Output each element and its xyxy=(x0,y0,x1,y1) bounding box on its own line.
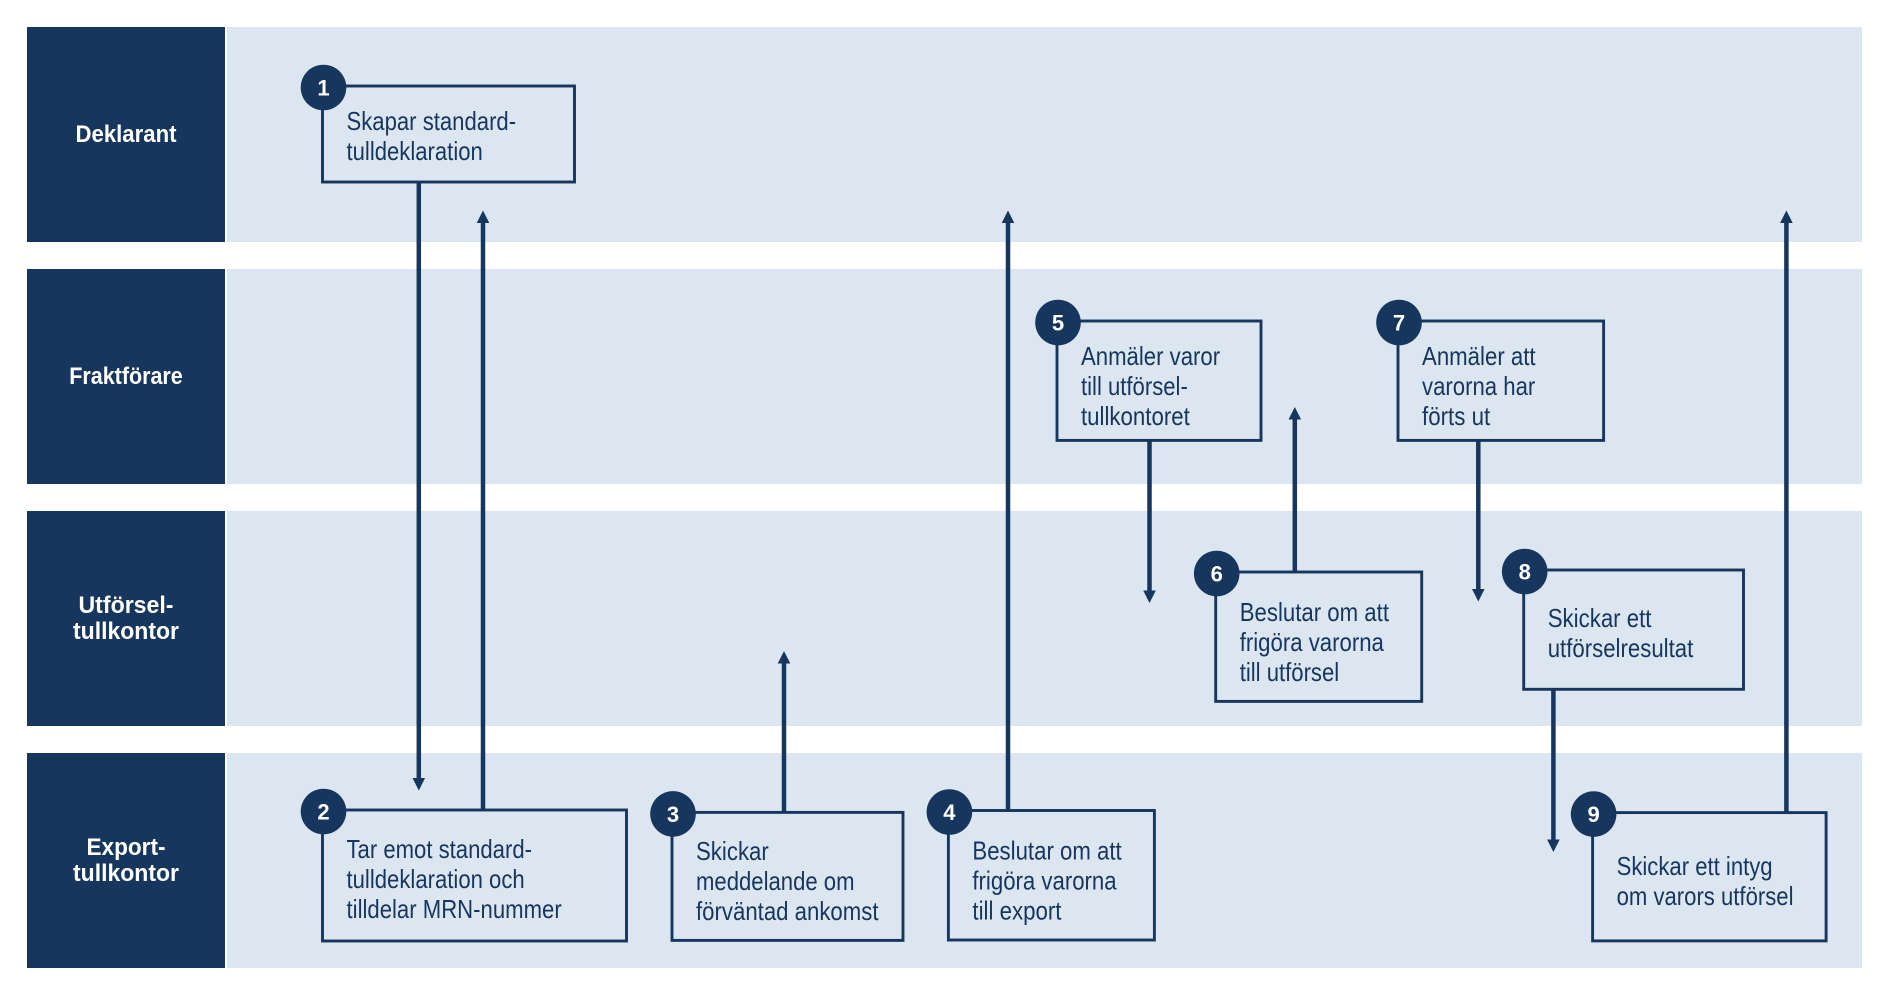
svg-text:tulldeklaration och: tulldeklaration och xyxy=(347,864,525,894)
svg-text:tulldeklaration: tulldeklaration xyxy=(347,136,483,166)
svg-text:Skickar: Skickar xyxy=(696,836,769,866)
svg-text:2: 2 xyxy=(317,799,329,824)
svg-text:Tar emot standard-: Tar emot standard- xyxy=(347,834,533,864)
svg-text:Skickar ett: Skickar ett xyxy=(1548,603,1652,633)
svg-text:varorna har: varorna har xyxy=(1422,371,1536,401)
svg-text:tullkontor: tullkontor xyxy=(73,618,179,645)
svg-text:7: 7 xyxy=(1393,310,1405,335)
svg-text:Beslutar om att: Beslutar om att xyxy=(972,836,1122,866)
svg-text:8: 8 xyxy=(1519,559,1531,584)
svg-text:9: 9 xyxy=(1587,802,1599,827)
svg-text:Utförsel-: Utförsel- xyxy=(79,592,174,619)
svg-text:Anmäler varor: Anmäler varor xyxy=(1081,341,1220,371)
svg-text:1: 1 xyxy=(317,75,329,100)
svg-text:Deklarant: Deklarant xyxy=(76,121,177,148)
svg-text:till utförsel: till utförsel xyxy=(1240,657,1340,687)
svg-text:4: 4 xyxy=(943,800,956,825)
svg-text:till utförsel-: till utförsel- xyxy=(1081,371,1188,401)
svg-text:Skickar ett intyg: Skickar ett intyg xyxy=(1617,851,1773,881)
svg-text:Export-: Export- xyxy=(87,834,166,861)
svg-text:tullkontor: tullkontor xyxy=(73,860,179,887)
svg-text:meddelande om: meddelande om xyxy=(696,866,855,896)
svg-text:om varors utförsel: om varors utförsel xyxy=(1617,881,1794,911)
svg-text:tilldelar MRN-nummer: tilldelar MRN-nummer xyxy=(347,894,562,924)
svg-text:frigöra varorna: frigöra varorna xyxy=(1240,627,1385,657)
svg-text:3: 3 xyxy=(667,802,679,827)
svg-text:Beslutar om att: Beslutar om att xyxy=(1240,597,1390,627)
svg-text:Skapar standard-: Skapar standard- xyxy=(347,106,517,136)
svg-text:till export: till export xyxy=(972,896,1062,926)
svg-text:5: 5 xyxy=(1052,310,1064,335)
svg-text:förts ut: förts ut xyxy=(1422,401,1491,431)
svg-text:utförselresultat: utförselresultat xyxy=(1548,633,1694,663)
svg-text:förväntad ankomst: förväntad ankomst xyxy=(696,896,879,926)
svg-text:6: 6 xyxy=(1211,561,1223,586)
svg-text:frigöra varorna: frigöra varorna xyxy=(972,866,1117,896)
svg-text:Fraktförare: Fraktförare xyxy=(69,363,183,390)
svg-text:tullkontoret: tullkontoret xyxy=(1081,401,1190,431)
svg-text:Anmäler att: Anmäler att xyxy=(1422,341,1536,371)
